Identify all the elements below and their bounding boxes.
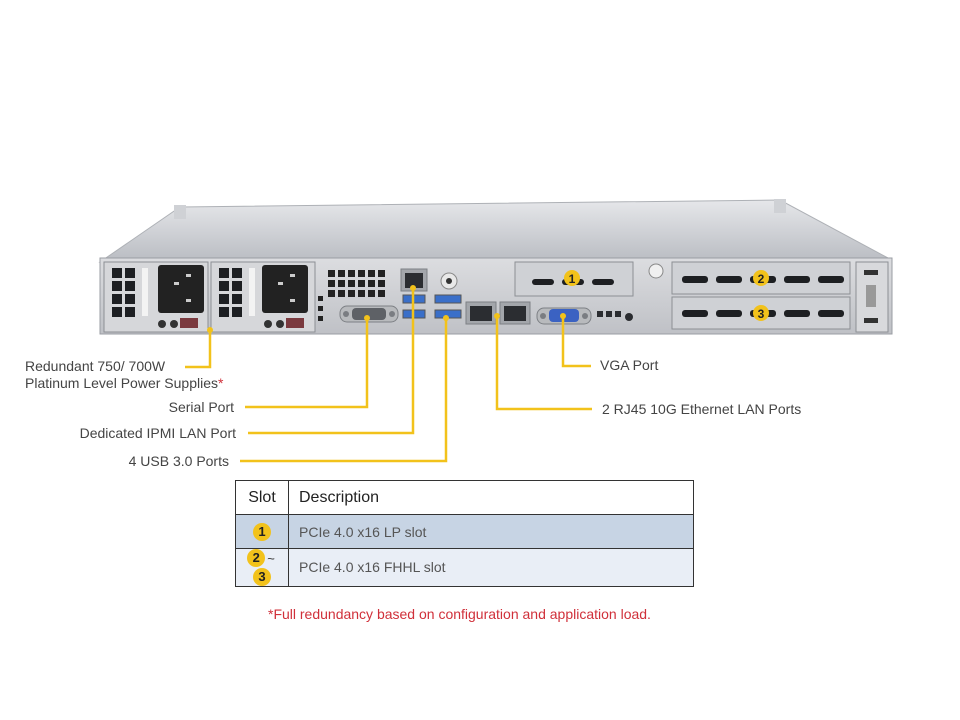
label-usb-ports: 4 USB 3.0 Ports: [128, 453, 229, 469]
misc-connectors: [597, 311, 633, 321]
label-power-line2: Platinum Level Power Supplies: [25, 375, 218, 391]
slot-badge-3: 3: [753, 305, 769, 321]
ethernet-10g-ports: [465, 301, 531, 325]
label-ethernet-ports: 2 RJ45 10G Ethernet LAN Ports: [602, 401, 802, 417]
chassis-ear-right: [855, 261, 889, 333]
table-row: 2~3 PCIe 4.0 x16 FHHL slot: [235, 548, 694, 587]
chassis-top-cover: [98, 199, 889, 263]
label-serial-port: Serial Port: [168, 399, 234, 415]
svg-text:2: 2: [758, 272, 765, 286]
vent-grid: [318, 270, 385, 321]
description-cell: PCIe 4.0 x16 FHHL slot: [288, 548, 694, 587]
power-supply-2: [210, 261, 316, 333]
callout-line-ethernet: [495, 316, 592, 411]
ipmi-lan-port: [400, 268, 428, 292]
slot-cell: 1: [235, 514, 289, 549]
slot-badge: 2: [247, 549, 266, 568]
slot-badge: 3: [253, 567, 271, 586]
label-power-supplies: Redundant 750/ 700W Platinum Level Power…: [25, 358, 223, 392]
label-power-line1: Redundant 750/ 700W: [25, 358, 166, 374]
callout-line-serial: [245, 318, 369, 409]
asterisk-mark: *: [218, 375, 224, 391]
slot-badge-2: 2: [753, 270, 769, 286]
power-supply-1: [103, 261, 209, 333]
label-ipmi-lan-port: Dedicated IPMI LAN Port: [79, 425, 236, 441]
callout-line-power: [185, 330, 212, 369]
serial-port: [339, 305, 399, 323]
svg-text:3: 3: [758, 307, 765, 321]
power-inlet-icon: [262, 265, 308, 313]
range-separator: ~: [267, 550, 275, 566]
callout-line-vga: [561, 316, 591, 368]
callout-line-ipmi: [248, 288, 415, 435]
footnote: *Full redundancy based on configuration …: [268, 606, 651, 622]
table-row: 1 PCIe 4.0 x16 LP slot: [235, 514, 694, 549]
slot-cell: 2~3: [235, 548, 289, 587]
label-vga-port: VGA Port: [600, 357, 659, 373]
header-slot: Slot: [235, 480, 289, 515]
description-cell: PCIe 4.0 x16 LP slot: [288, 514, 694, 549]
slot-table: Slot Description 1 PCIe 4.0 x16 LP slot …: [235, 480, 694, 587]
power-inlet-icon: [158, 265, 204, 313]
slot-badge-1: 1: [564, 270, 580, 286]
slot-badge: 1: [253, 522, 271, 541]
slot-table-header: Slot Description: [235, 480, 694, 515]
svg-text:1: 1: [569, 272, 576, 286]
header-description: Description: [288, 480, 694, 515]
thumbscrew: [648, 263, 664, 279]
callout-line-usb: [240, 318, 448, 463]
